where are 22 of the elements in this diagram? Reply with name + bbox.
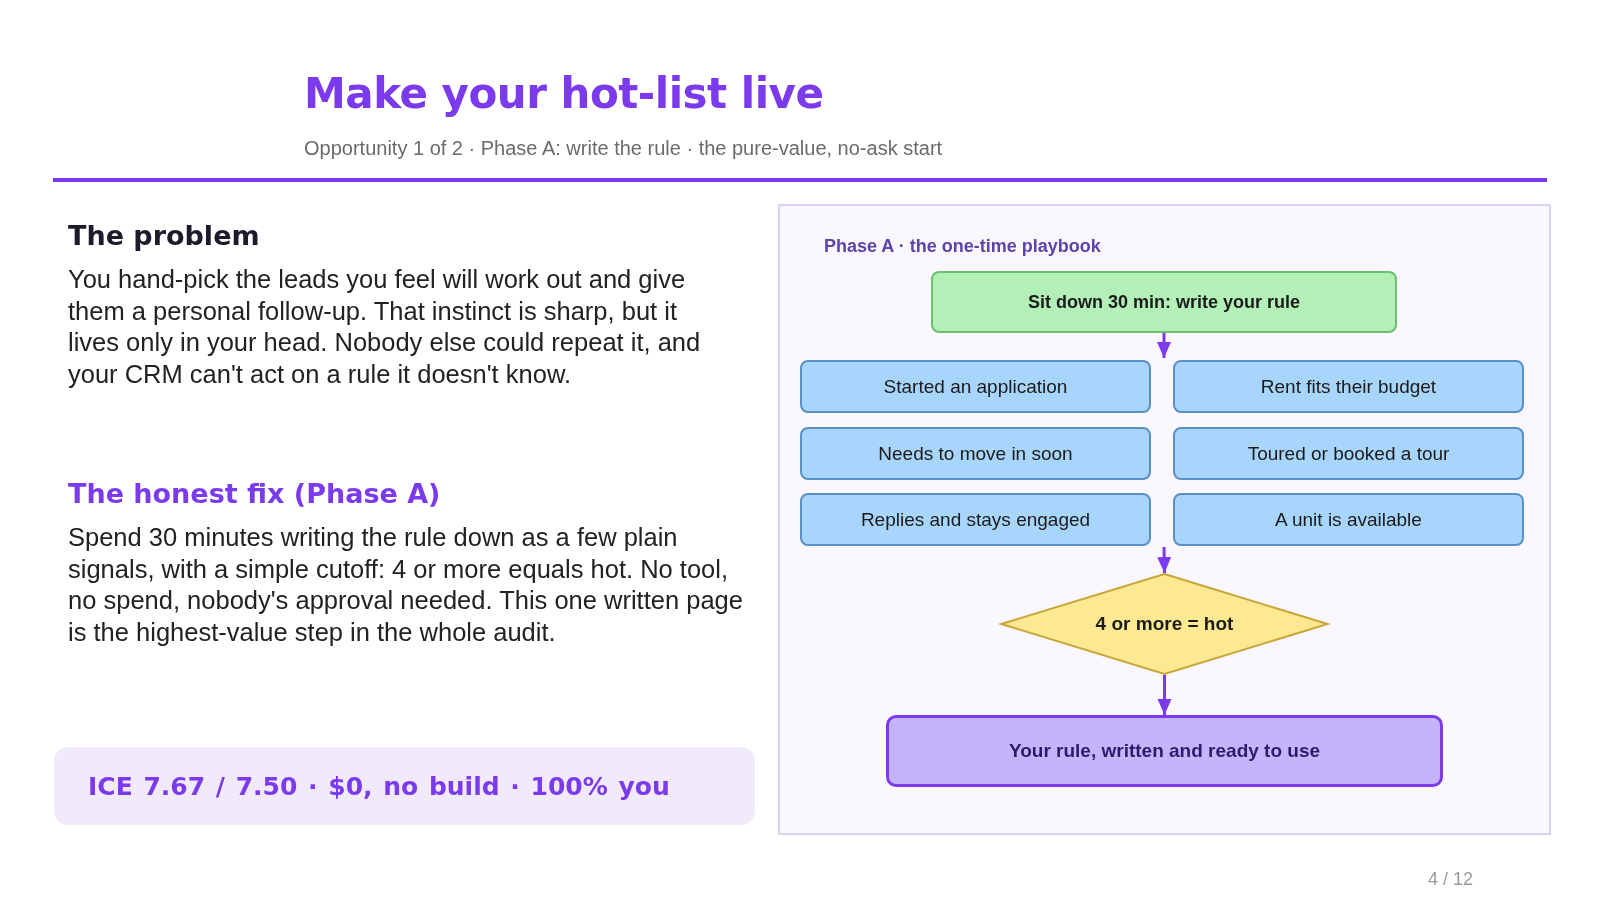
- arrow: [1157, 546, 1172, 574]
- section-heading: The problem: [68, 219, 260, 253]
- process-box: Needs to move in soon: [800, 427, 1151, 480]
- arrow: [1157, 333, 1171, 358]
- process-box: Rent fits their budget: [1173, 360, 1524, 413]
- process-box: Sit down 30 min: write your rule: [931, 271, 1397, 333]
- body-paragraph: You hand-pick the leads you feel will work out and give them a personal follow-up. That instinct is sharp, but it lives only in your head. Nobody else could repeat it, and your CRM can't act on a rule it doesn't know.: [68, 264, 702, 390]
- decision-diamond: 4 or more = hot: [998, 573, 1331, 675]
- slide-title: Make your hot-list live: [304, 68, 824, 120]
- arrow: [1157, 675, 1172, 715]
- score-banner: ICE 7.67 / 7.50 · $0, no build · 100% you: [54, 747, 755, 825]
- page-number: 4 / 12: [1428, 868, 1474, 890]
- process-box: Replies and stays engaged: [800, 493, 1151, 546]
- result-box: Your rule, written and ready to use: [886, 715, 1443, 787]
- process-box: A unit is available: [1173, 493, 1524, 546]
- slide-subtitle: Opportunity 1 of 2 · Phase A: write the rule · the pure-value, no-ask start: [304, 136, 943, 160]
- process-box: Toured or booked a tour: [1173, 427, 1524, 480]
- process-box: Started an application: [800, 360, 1151, 413]
- panel-heading: Phase A · the one-time playbook: [824, 235, 1101, 257]
- body-paragraph: Spend 30 minutes writing the rule down as a few plain signals, with a simple cutoff: 4 or more equals hot. No tool, no spend, nobody's approval needed. This one written page is the highest-value step in the whole audit.: [68, 522, 744, 648]
- section-heading: The honest fix (Phase A): [68, 477, 441, 511]
- flowchart-panel: [778, 204, 1551, 835]
